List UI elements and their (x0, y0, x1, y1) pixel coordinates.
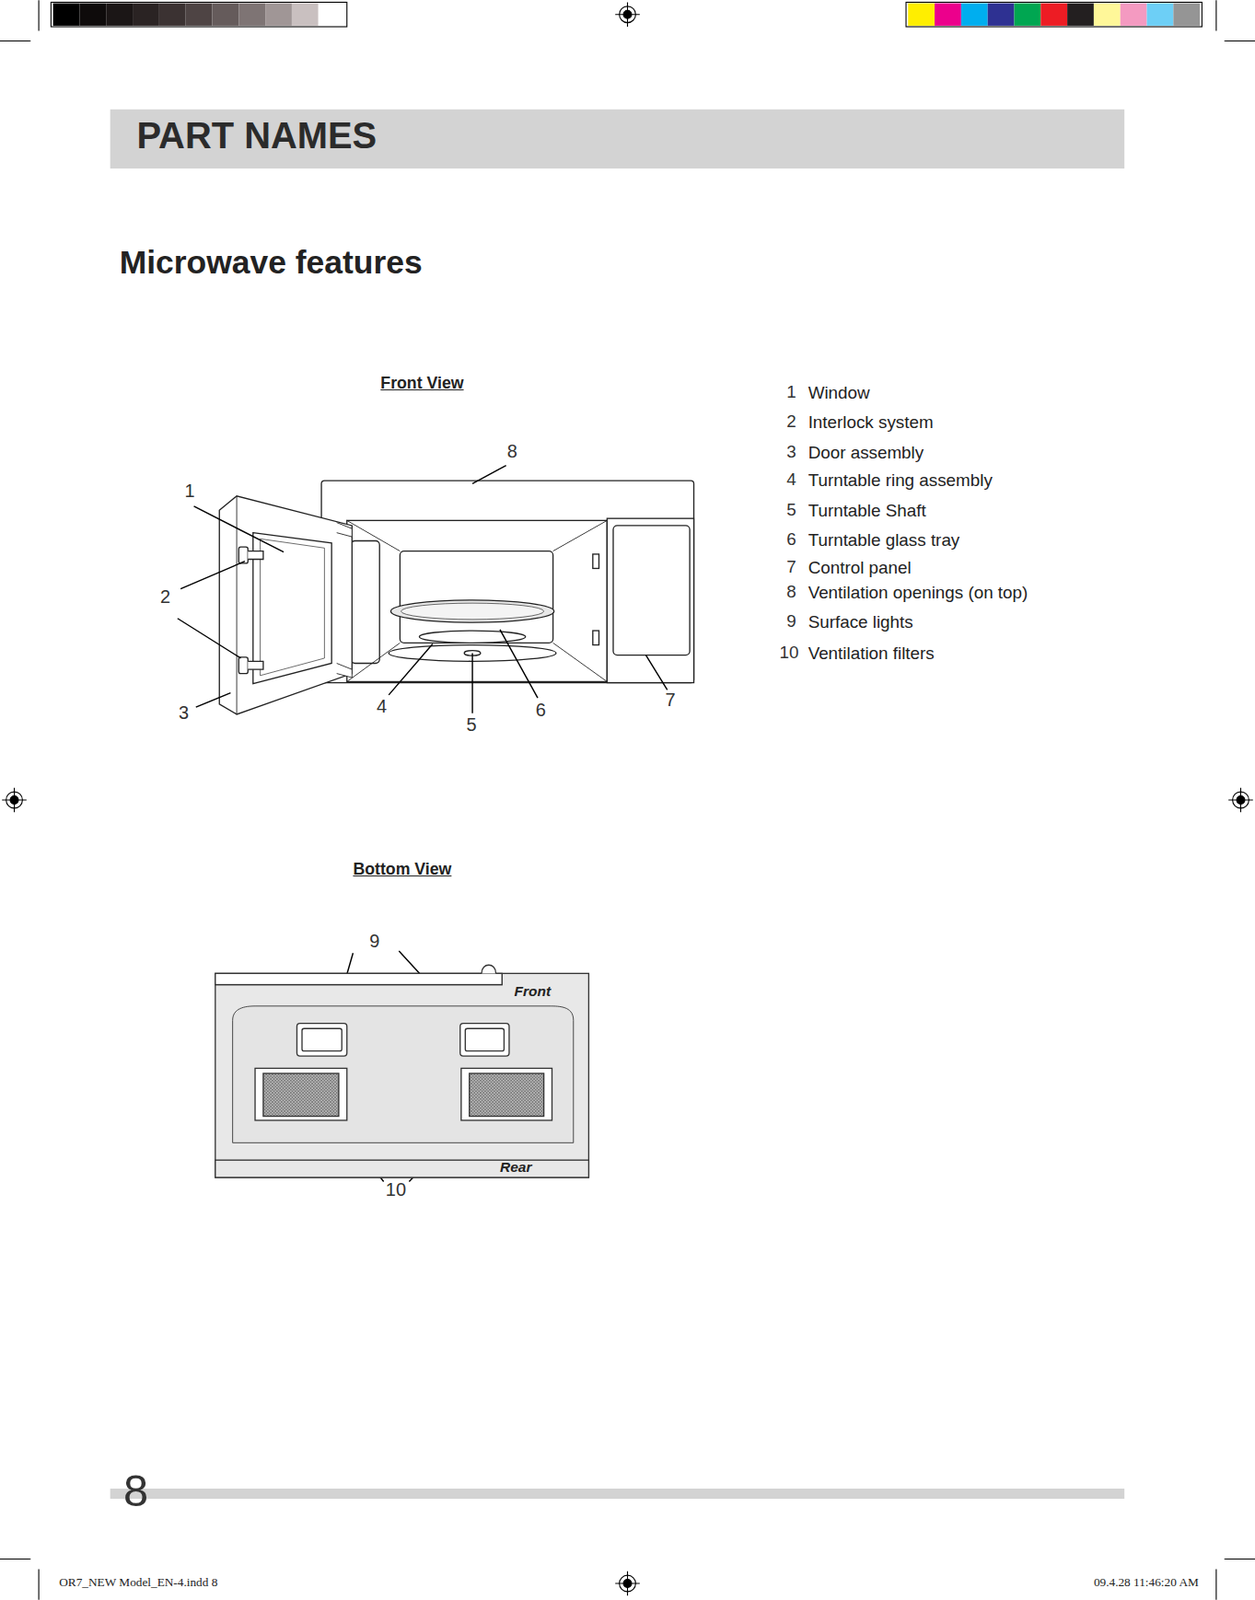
part-name: Turntable ring assembly (808, 471, 993, 491)
list-number: 5 (786, 500, 796, 521)
part-name: Surface lights (808, 613, 914, 633)
leader-lines (177, 465, 668, 1183)
callout-number: 7 (665, 690, 676, 711)
callout-number: 6 (535, 700, 547, 721)
part-name: Ventilation filters (808, 644, 935, 664)
list-number: 9 (786, 612, 796, 632)
section-heading: Microwave features (119, 244, 423, 281)
color-bars (50, 1, 1202, 27)
callout-number: 2 (160, 587, 171, 608)
list-number: 4 (786, 470, 796, 490)
view-title: Bottom View (352, 860, 452, 880)
list-number: 6 (786, 530, 796, 550)
footer-text: OR7_NEW Model_EN-4.indd 8 (58, 1576, 218, 1591)
list-number: 1 (786, 383, 796, 403)
page-number: 8 (123, 1466, 149, 1517)
part-name: Ventilation openings (on top) (808, 583, 1029, 604)
footer-bar (110, 1488, 1125, 1500)
list-number: 8 (786, 582, 796, 603)
callout-number: 1 (185, 481, 196, 502)
callout-number: 9 (369, 931, 380, 953)
part-name: Door assembly (808, 443, 925, 464)
callout-number: 3 (178, 703, 189, 724)
header-band (110, 109, 1125, 169)
list-number: 2 (786, 412, 796, 432)
list-number: 3 (786, 442, 796, 463)
part-name: Turntable glass tray (808, 531, 961, 551)
microwave-bottom (215, 964, 590, 1178)
microwave-front (219, 480, 694, 715)
orientation-label: Front (513, 983, 551, 1000)
part-name: Control panel (808, 558, 912, 579)
list-number: 10 (779, 643, 800, 663)
part-name: Window (808, 383, 871, 404)
part-name: Interlock system (808, 413, 934, 433)
callout-number: 10 (385, 1180, 407, 1201)
callout-number: 4 (376, 697, 387, 718)
view-title: Front View (380, 374, 464, 394)
callout-number: 5 (465, 715, 477, 736)
footer-text: 09.4.28 11:46:20 AM (1093, 1576, 1199, 1591)
part-name: Turntable Shaft (808, 501, 927, 522)
list-number: 7 (786, 557, 796, 578)
page-heading: PART NAMES (136, 116, 377, 157)
callout-number: 8 (507, 441, 518, 463)
orientation-label: Rear (499, 1159, 532, 1175)
